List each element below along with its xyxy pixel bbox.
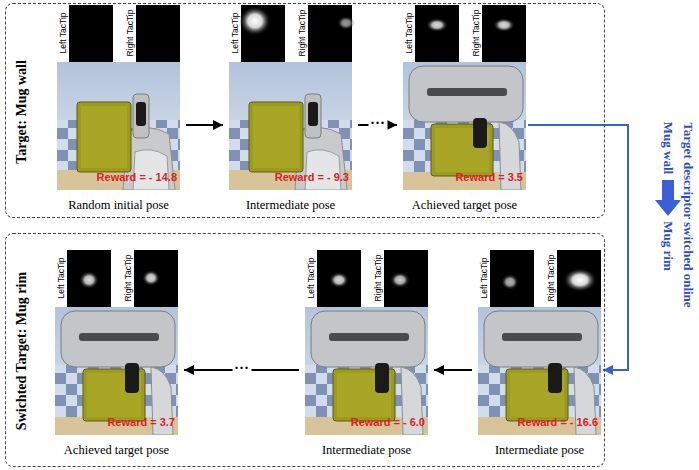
pose-caption: Intermediate pose [456, 443, 623, 458]
frame-images [55, 5, 601, 435]
flow-arrow [434, 369, 472, 371]
reward-value: Reward = - 14.8 [97, 171, 177, 183]
switch-arrow [655, 180, 681, 216]
pose-frame: Left TacTipRight TacTipReward = - 16.6In… [478, 250, 601, 459]
pose-caption: Random initial pose [35, 198, 202, 213]
pose-frame: Left TacTipRight TacTipReward = 3.5Achie… [403, 5, 526, 214]
pose-caption: Intermediate pose [207, 198, 374, 213]
sensor-label: Right TacTip [374, 255, 383, 302]
pose-caption: Achieved target pose [33, 443, 200, 458]
switch-note: Target descriptor switched online [682, 122, 695, 307]
pose-frame: Left TacTipRight TacTipReward = - 9.3Int… [229, 5, 352, 214]
switch-connector [528, 125, 628, 370]
sensor-label: Right TacTip [124, 255, 133, 302]
dashed-panel: Target: Mug wallLeft TacTipRight TacTipR… [5, 3, 605, 218]
switch-note: Mug wall [662, 122, 675, 174]
pose-frame: Left TacTipRight TacTipReward = 3.7Achie… [55, 250, 178, 459]
sensor-label: Left TacTip [307, 257, 316, 298]
reward-value: Reward = - 9.3 [275, 171, 349, 183]
pose-frame: Left TacTipRight TacTipReward = - 14.8Ra… [57, 5, 180, 214]
switch-note: Mug rim [662, 221, 675, 270]
panel-title: Target: Mug wall [14, 60, 30, 164]
sensor-label: Left TacTip [57, 257, 66, 298]
sensor-label: Right TacTip [472, 10, 481, 57]
panel-title: Swichted Target: Mug rim [14, 272, 30, 430]
reward-value: Reward = 3.7 [107, 416, 175, 428]
reward-value: Reward = 3.5 [455, 171, 523, 183]
ellipsis-label: ··· [368, 116, 387, 131]
ellipsis-label: ··· [232, 361, 251, 376]
reward-value: Reward = - 6.0 [351, 416, 425, 428]
sensor-label: Right TacTip [298, 10, 307, 57]
sensor-label: Right TacTip [126, 10, 135, 57]
sensor-label: Left TacTip [59, 12, 68, 53]
sensor-label: Right TacTip [547, 255, 556, 302]
dashed-panel: Swichted Target: Mug rim Left TacTip Right… [5, 233, 605, 467]
reward-value: Reward = - 16.6 [518, 416, 598, 428]
sensor-label: Left TacTip [405, 12, 414, 53]
flow-arrow [186, 124, 223, 126]
pose-frame: Left TacTipRight TacTipReward = - 6.0Int… [305, 250, 428, 459]
pose-caption: Intermediate pose [283, 443, 450, 458]
sensor-label: Left TacTip [231, 12, 240, 53]
pose-caption: Achieved target pose [381, 198, 548, 213]
sensor-label: Left TacTip [480, 257, 489, 298]
